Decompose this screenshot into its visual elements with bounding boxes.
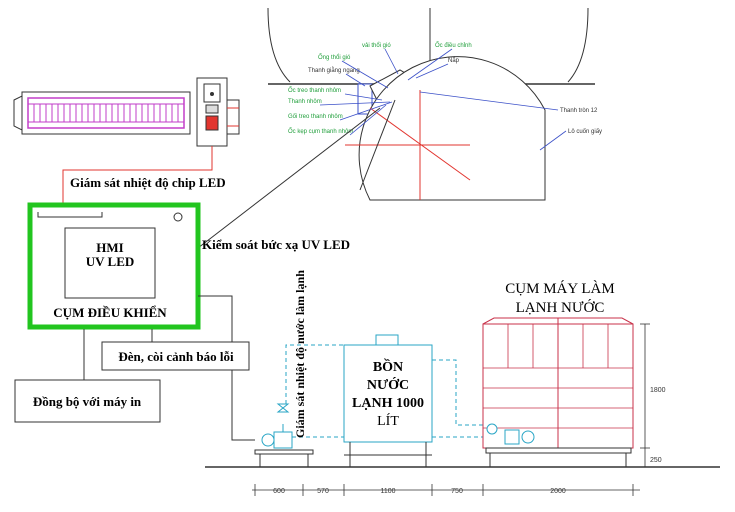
dim-d4: 750	[451, 488, 463, 495]
label-hmi-1: HMI	[96, 240, 123, 255]
label-nap: Nắp	[448, 57, 460, 64]
label-tank-1: BỒN	[373, 357, 403, 375]
dim-d3: 1100	[380, 488, 395, 495]
label-chiller-1: CỤM MÁY LÀM	[505, 280, 614, 297]
chiller-unit	[482, 317, 634, 467]
main-labels: Giám sát nhiệt độ chip LED Kiểm soát bức…	[33, 175, 615, 438]
led-cross-section	[196, 77, 240, 147]
control-unit	[27, 202, 201, 330]
label-thanh-tron-12: Thanh tròn 12	[560, 108, 598, 114]
label-tank-3: LẠNH 1000	[352, 396, 424, 411]
mechanical-labels: Ống thổi gió vải thổi gió Ốc điều chỉnh …	[288, 42, 602, 135]
label-printer-sync: Đồng bộ với máy in	[33, 394, 142, 409]
label-oc-kep-cum: Ốc kẹp cụm thanh nhôm	[288, 128, 353, 135]
dim-d2: 570	[317, 488, 329, 495]
label-tank-4: LÍT	[377, 412, 399, 429]
label-oc-treo-thanh-nhom: Ốc treo thanh nhôm	[288, 87, 341, 94]
mechanical-assembly	[267, 7, 595, 201]
dim-h1: 1800	[650, 387, 666, 394]
label-cooling-temp: Giám sát nhiệt độ nước làm lạnh	[293, 270, 307, 438]
label-tank-2: NƯỚC	[367, 376, 409, 393]
label-ong-thoi-gio: Ống thổi gió	[318, 54, 351, 61]
label-goi-treo-thanh-nhom: Gối treo thanh nhôm	[288, 114, 343, 120]
dim-d5: 2000	[550, 488, 566, 495]
vertical-dimension	[640, 323, 650, 468]
label-monitor-led-temp: Giám sát nhiệt độ chip LED	[70, 175, 226, 190]
label-chiller-2: LẠNH NƯỚC	[516, 299, 605, 316]
dim-h2: 250	[650, 457, 662, 464]
label-hmi-2: UV LED	[86, 254, 135, 269]
uv-control-wire	[197, 107, 381, 249]
leader-lines	[319, 48, 567, 151]
led-strip-module	[13, 91, 191, 135]
led-temp-wire	[62, 146, 213, 215]
label-control-uv: Kiểm soát bức xạ UV LED	[202, 237, 350, 252]
label-error-alarm: Đèn, còi cảnh báo lỗi	[118, 349, 234, 364]
error-alarm-box	[101, 341, 250, 371]
dim-d1: 600	[273, 488, 285, 495]
label-thanh-nhom: Thanh nhôm	[288, 99, 322, 105]
label-lo-cuon-giay: Lô cuốn giấy	[568, 129, 602, 135]
pump-left	[254, 403, 314, 467]
printer-sync-box	[14, 379, 161, 423]
label-oc-dieu-chinh: Ốc điều chỉnh	[435, 42, 472, 49]
water-tank	[343, 334, 433, 467]
horizontal-dimension	[252, 484, 640, 496]
label-thanh-giang-ngang: Thanh giằng ngang	[308, 67, 360, 74]
label-control-unit: CỤM ĐIỀU KHIỂN	[53, 305, 167, 320]
dimension-labels: 600 570 1100 750 2000	[273, 488, 566, 495]
label-vai-thoi-gio: vải thổi gió	[362, 42, 391, 49]
